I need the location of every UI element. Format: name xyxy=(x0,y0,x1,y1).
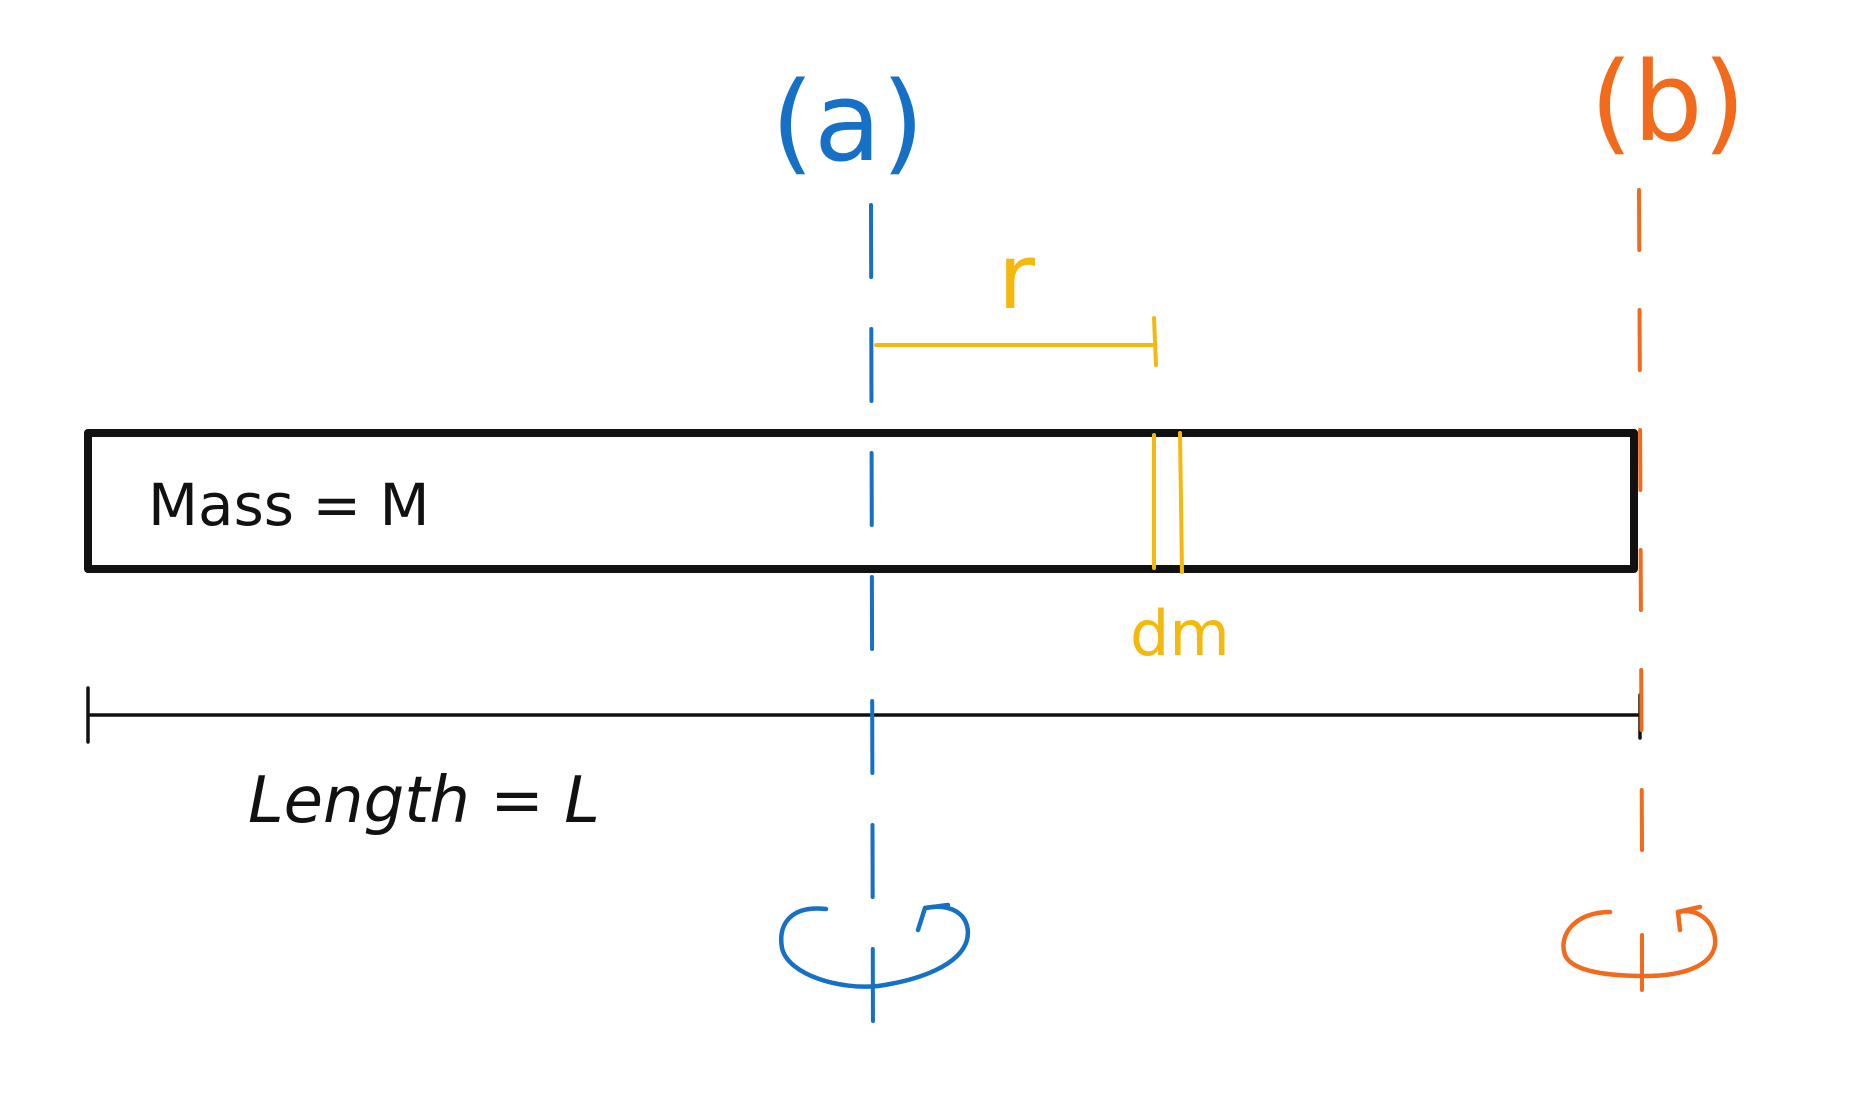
rod xyxy=(84,429,1638,573)
rotation-arrow-icon xyxy=(779,902,971,989)
distance-r-marker xyxy=(874,316,1158,367)
axis-a xyxy=(869,203,875,1042)
rotation-arrow-icon xyxy=(1561,904,1718,992)
distance-r-right-tick xyxy=(1152,316,1158,367)
length-label: Length = L xyxy=(248,764,600,838)
mass-label: Mass = M xyxy=(148,471,430,539)
mass-element-right-edge xyxy=(1178,431,1184,574)
axis-b-dashed-line xyxy=(1637,188,1644,852)
distance-r-label: r xyxy=(998,225,1035,330)
axis-b-label: (b) xyxy=(1590,38,1746,166)
axis-a-label: (a) xyxy=(771,58,924,186)
mass-element xyxy=(1152,431,1184,574)
axis-a-dashed-line xyxy=(869,203,875,1042)
length-dimension xyxy=(86,686,1642,744)
axis-b xyxy=(1637,188,1644,852)
mass-element-label: dm xyxy=(1130,597,1230,670)
